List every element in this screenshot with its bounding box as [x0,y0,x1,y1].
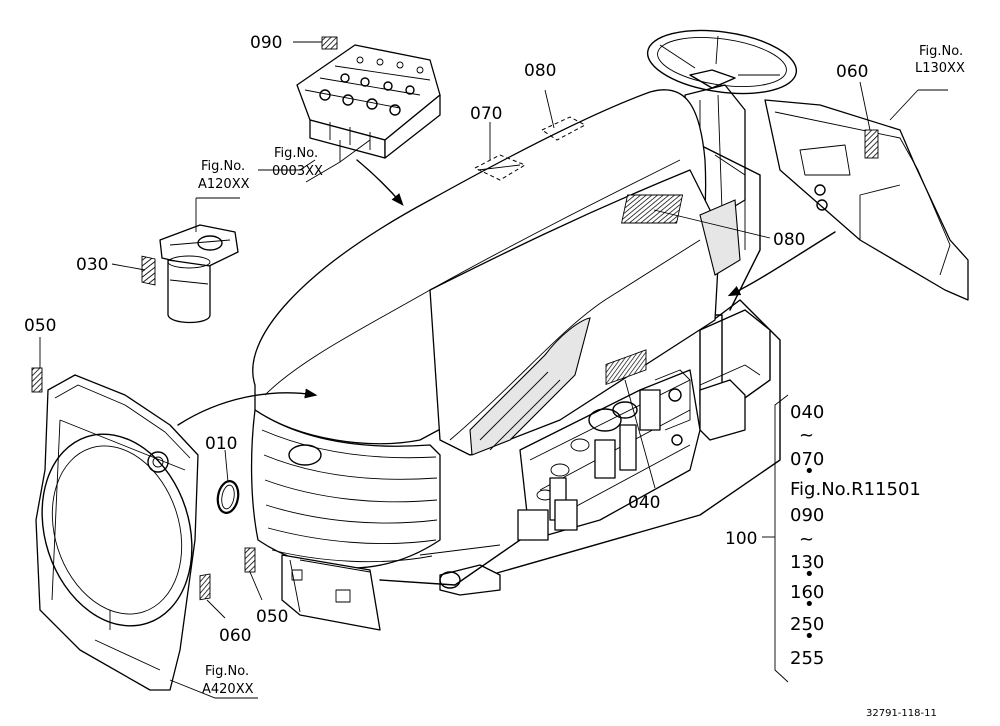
kit-item: 160 [790,582,824,603]
fig-ref-engine-line1: Fig.No. [274,146,318,161]
kit-item: 040 [790,402,824,423]
fig-ref-radiator-line2: A420XX [202,682,254,697]
callout-labels: 090 070 080 080 030 050 010 040 060 050 … [24,33,868,646]
seal-ring [216,480,240,514]
callout-060-bottom: 060 [219,626,251,646]
callout-100: 100 [725,529,757,549]
fig-ref-filter-line2: A120XX [198,177,250,192]
callout-040: 040 [628,493,660,513]
kit-item: • [804,461,815,482]
transmission-assembly [517,369,701,541]
tractor-illustration [250,29,798,631]
leader-lines [39,41,948,699]
kit-item: 250 [790,614,824,635]
figure-references: Fig.No. 0003XX Fig.No. A120XX Fig.No. L1… [198,44,965,697]
callout-060-right: 060 [836,62,868,82]
callout-050-bottom: 050 [256,607,288,627]
kit-item: • [804,594,815,615]
kit-item: 090 [790,505,824,526]
engine-head-illustration [296,36,441,159]
kit-item: 070 [790,449,824,470]
fig-ref-filter-line1: Fig.No. [201,159,245,174]
kit-item: ~ [799,529,814,550]
callout-080-right: 080 [773,230,805,250]
kit-bracket [774,394,789,683]
callout-090: 090 [250,33,282,53]
radiator-frame-illustration [31,367,256,691]
callout-010: 010 [205,434,237,454]
callout-070: 070 [470,104,502,124]
fig-ref-fender-line2: L130XX [915,61,965,76]
kit-item: ~ [799,425,814,446]
fuel-filter-illustration [141,224,239,324]
fig-ref-radiator-line1: Fig.No. [205,664,249,679]
kit-item: 255 [790,648,824,669]
kit-item: Fig.No.R11501 [790,479,921,500]
kit-item: • [804,626,815,647]
kit-item: • [804,564,815,585]
callout-030: 030 [76,255,108,275]
fender-illustration [764,99,969,301]
callout-050-left: 050 [24,316,56,336]
kit-component-list: 040 ~ 070 • Fig.No.R11501 090 ~ 130 • 16… [790,402,921,669]
callout-080-top: 080 [524,61,556,81]
assembly-arrows [177,159,836,426]
document-code: 32791-118-11 [866,708,937,719]
fig-ref-engine-line2: 0003XX [272,164,323,179]
kit-item: 130 [790,552,824,573]
fig-ref-fender-line1: Fig.No. [919,44,963,59]
